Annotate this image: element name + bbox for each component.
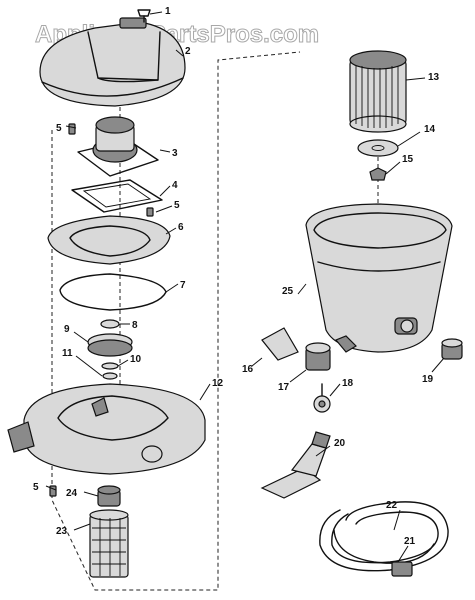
callout-2: 2 [185,46,191,57]
callout-3: 3 [172,148,178,159]
motor-part [77,116,159,177]
motor-mount-part [47,215,171,265]
callout-16: 16 [242,364,254,375]
callout-5-mid: 5 [174,200,180,211]
callout-14: 14 [424,124,436,135]
callout-15: 15 [402,154,414,165]
float-assembly-part [87,319,133,380]
drain-cap-part [441,338,463,360]
callout-8: 8 [132,320,138,331]
callout-6: 6 [178,222,184,233]
foam-filter-part [89,509,129,578]
callout-5-bottom: 5 [33,482,39,493]
callout-23: 23 [56,526,68,537]
leader-lines [45,11,445,563]
gasket-part [71,179,163,213]
callout-12: 12 [212,378,224,389]
hose-part [319,501,449,577]
callout-25: 25 [282,286,294,297]
caster-part [313,383,331,413]
callout-labels: 1 2 3 4 5 5 5 6 7 8 9 10 11 12 13 14 15 … [33,6,440,547]
caster-cap-part [261,327,299,361]
lid-part [7,383,206,475]
screw-part [137,9,151,23]
callout-19: 19 [422,374,434,385]
callout-11: 11 [62,348,73,359]
filter-lid-part [357,139,399,157]
callout-20: 20 [334,438,346,449]
tank-part [305,203,453,353]
callout-13: 13 [428,72,440,83]
seal-ring-part [59,273,167,311]
callout-1: 1 [165,6,171,17]
motor-cover-part [39,17,186,107]
callout-9: 9 [64,324,70,335]
callout-10: 10 [130,354,142,365]
filter-retainer-part [97,485,121,507]
filter-nut-part [369,167,387,181]
callout-18: 18 [342,378,354,389]
cartridge-filter-part [349,50,407,133]
callout-21: 21 [404,536,416,547]
callout-22: 22 [386,500,398,511]
callout-24: 24 [66,488,78,499]
floor-nozzle-part [260,431,331,499]
callout-5-top: 5 [56,123,62,134]
callout-4: 4 [172,180,178,191]
callout-17: 17 [278,382,290,393]
caster-socket-part [305,342,331,371]
callout-7: 7 [180,280,186,291]
